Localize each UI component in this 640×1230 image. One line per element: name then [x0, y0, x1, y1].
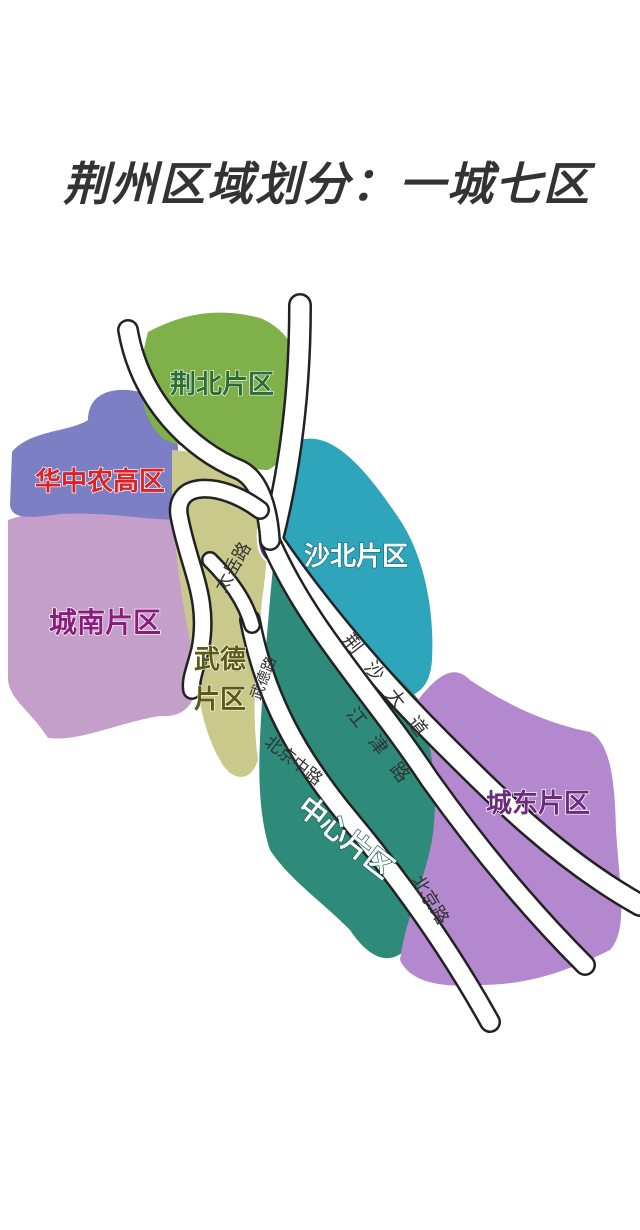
district-wude[interactable]: [172, 450, 268, 777]
page-title: 荆州区域划分：一城七区: [63, 157, 591, 211]
road-jiangjin: [263, 536, 594, 974]
label-chengdong: 城东片区: [486, 788, 590, 819]
district-chengnan[interactable]: [8, 511, 197, 739]
district-huazhong[interactable]: [10, 389, 178, 520]
label-chengnan: 城南片区: [49, 606, 161, 639]
label-huazhong: 华中农高区: [35, 466, 165, 497]
district-zhongxin[interactable]: [259, 545, 440, 959]
road-connector: [203, 553, 259, 632]
label-shabei: 沙北片区: [304, 542, 408, 572]
label-jingbei: 荆北片区: [170, 370, 274, 400]
district-shabei[interactable]: [275, 438, 433, 700]
road-jingsha: [261, 295, 640, 915]
svg-text:片区: 片区: [194, 685, 246, 715]
label-wude: 武德 片区: [193, 644, 246, 715]
road-network: [117, 293, 640, 1033]
road-loop: [171, 481, 268, 698]
road-beijing: [241, 611, 499, 1031]
svg-text:武德: 武德: [194, 645, 246, 675]
